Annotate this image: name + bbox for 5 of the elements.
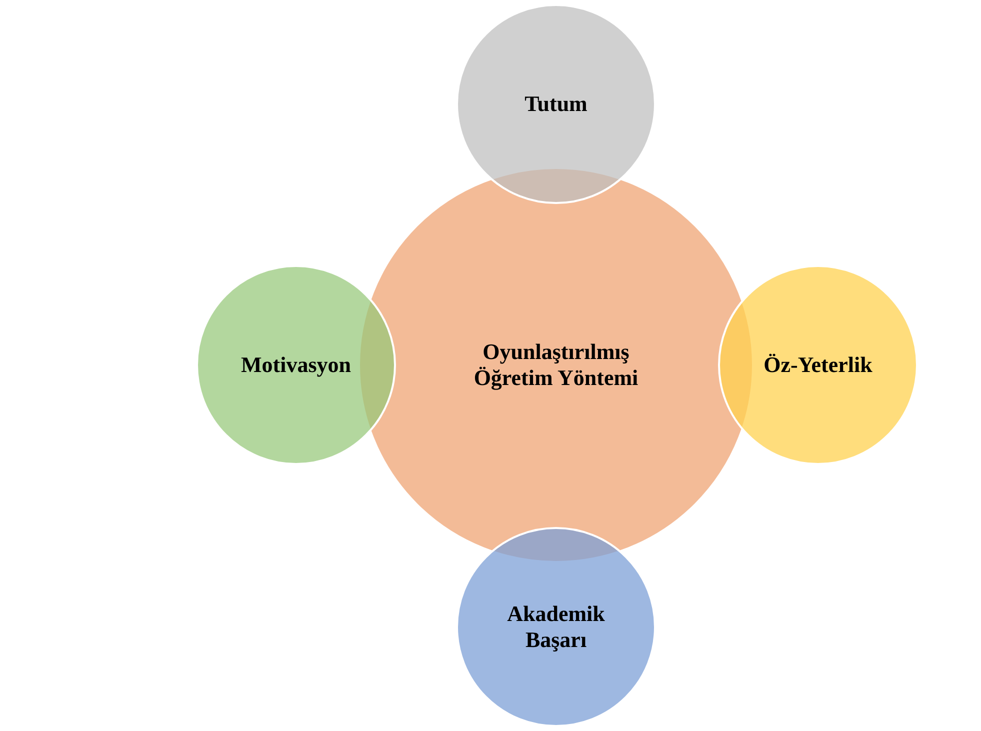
circle-label: Öz-Yeterlik bbox=[764, 352, 872, 378]
circle-label: Akademik Başarı bbox=[506, 600, 606, 654]
circle-label: Motivasyon bbox=[241, 352, 351, 378]
circle-label: Oyunlaştırılmış Öğretim Yöntemi bbox=[472, 338, 640, 392]
circle-label: Tutum bbox=[524, 90, 588, 118]
